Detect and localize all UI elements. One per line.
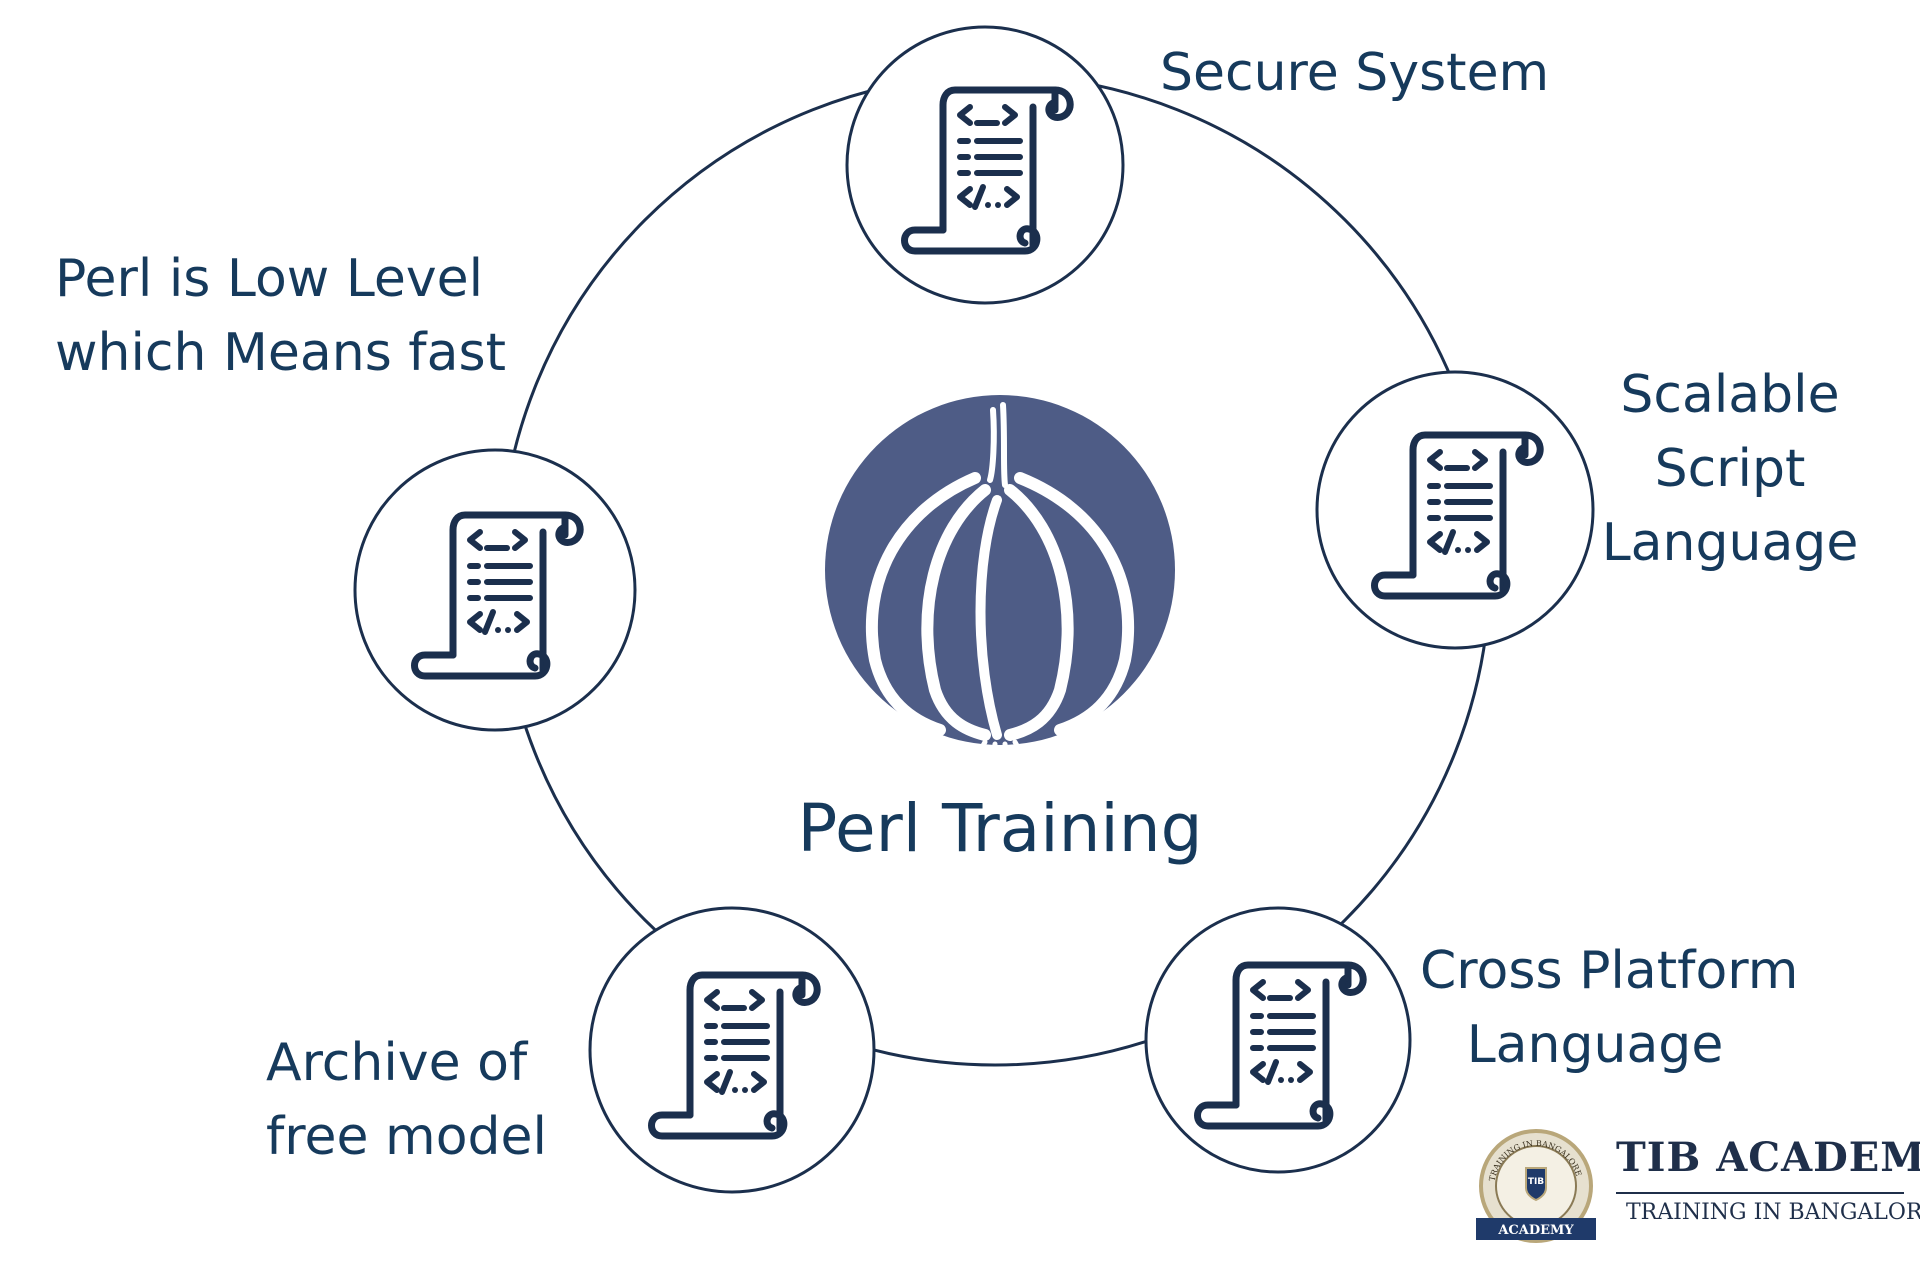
node-circle-scalable-script [1315, 370, 1595, 650]
node-label-cross-platform: Cross Platform Language [1420, 941, 1799, 1075]
node-circle-low-level [353, 448, 637, 732]
center-label: Perl Training [797, 790, 1203, 867]
node-label-low-level: Perl is Low Level which Means fast [55, 249, 506, 383]
node-label-archive: Archive of free model [266, 1033, 547, 1167]
node-circle-secure-system [845, 25, 1125, 305]
node-circle-archive [588, 906, 876, 1194]
brand-divider [1616, 1192, 1904, 1194]
seal-banner-text: ACADEMY [1497, 1223, 1574, 1238]
academy-seal: TIB ACADEMY TRAINING IN BANGALORE [1476, 1129, 1596, 1243]
brand-name: TIB ACADEMY [1616, 1134, 1920, 1181]
seal-center-text: TIB [1528, 1177, 1544, 1187]
tib-academy-logo: TIB ACADEMY TRAINING IN BANGALORE TIB AC… [1466, 1126, 1920, 1256]
node-label-scalable-script: Scalable Script Language [1601, 365, 1859, 573]
node-circle-cross-platform [1144, 906, 1412, 1174]
perl-onion-logo [825, 395, 1175, 768]
node-label-secure-system: Secure System [1160, 43, 1550, 103]
brand-tagline: TRAINING IN BANGALORE [1626, 1200, 1920, 1225]
